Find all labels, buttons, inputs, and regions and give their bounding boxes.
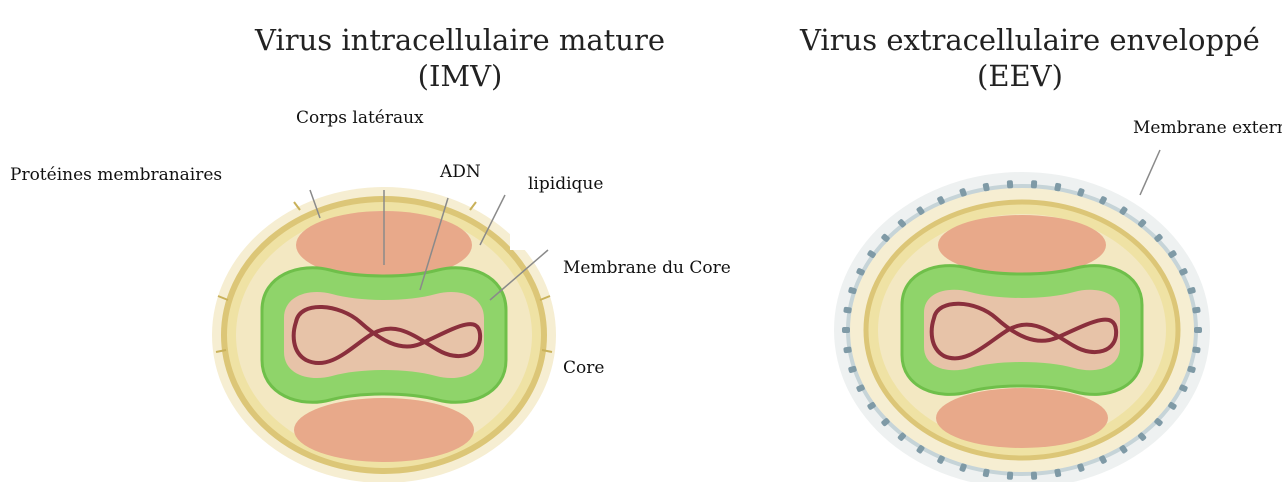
label-proteines-membranaires: Protéines membranaires xyxy=(10,165,222,185)
label-corps-lateraux: Corps latéraux xyxy=(296,108,424,128)
label-membrane-du-core: Membrane du Core xyxy=(563,258,731,278)
eev-particle xyxy=(834,172,1210,482)
eev-spike xyxy=(1031,472,1038,480)
label-lipidique: lipidique xyxy=(528,174,603,194)
eev-spike xyxy=(1007,180,1014,188)
eev-spike xyxy=(1031,180,1038,188)
eev-leader-line xyxy=(1140,150,1160,195)
eev-spike xyxy=(843,346,852,353)
eev-spike xyxy=(842,327,850,333)
eev-spike xyxy=(843,307,852,314)
eev-spike xyxy=(1192,346,1201,353)
label-membrane-externe: Membrane externe xyxy=(1133,118,1282,138)
eev-spike xyxy=(1007,472,1014,480)
label-adn: ADN xyxy=(440,162,481,182)
eev-spike xyxy=(1192,307,1201,314)
imv-lateral-body-bottom xyxy=(294,398,474,462)
label-mask xyxy=(510,150,620,250)
label-core: Core xyxy=(563,358,604,378)
eev-spike xyxy=(1194,327,1202,333)
imv-core xyxy=(284,292,484,378)
eev-lateral-body-bottom xyxy=(936,388,1108,448)
